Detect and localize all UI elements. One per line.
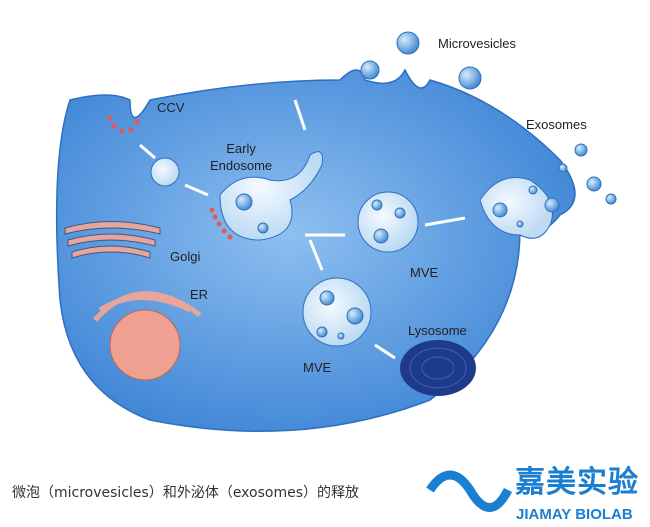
label-ccv: CCV: [157, 100, 185, 115]
label-lysosome: Lysosome: [408, 323, 467, 338]
caption: 微泡（microvesicles）和外泌体（exosomes）的释放: [12, 485, 360, 501]
label-mve: MVE: [410, 265, 439, 280]
logo-en: JIAMAY BIOLAB: [516, 506, 633, 523]
microvesicle: [360, 60, 380, 80]
label-er: ER: [190, 287, 209, 302]
label-mve: MVE: [303, 360, 332, 375]
intraluminal-vesicles: [235, 143, 617, 340]
microvesicle: [458, 66, 482, 90]
label-microvesicles: Microvesicles: [438, 36, 517, 51]
er: [93, 291, 202, 322]
label-golgi: Golgi: [170, 249, 201, 264]
golgi-apparatus: [64, 221, 161, 259]
ccv-vesicle: [150, 157, 180, 187]
early-endosome: [219, 151, 323, 241]
clathrin-coat: [107, 115, 233, 240]
label-early-endosome: Early Endosome: [210, 141, 273, 173]
logo-cn: 嘉美实验: [515, 465, 639, 500]
mve-1: [357, 191, 419, 253]
lysosome: [400, 340, 476, 396]
arrows: [139, 99, 466, 360]
label-exosomes: Exosomes: [526, 117, 587, 132]
microvesicle: [396, 31, 420, 55]
nucleus: [109, 309, 181, 381]
